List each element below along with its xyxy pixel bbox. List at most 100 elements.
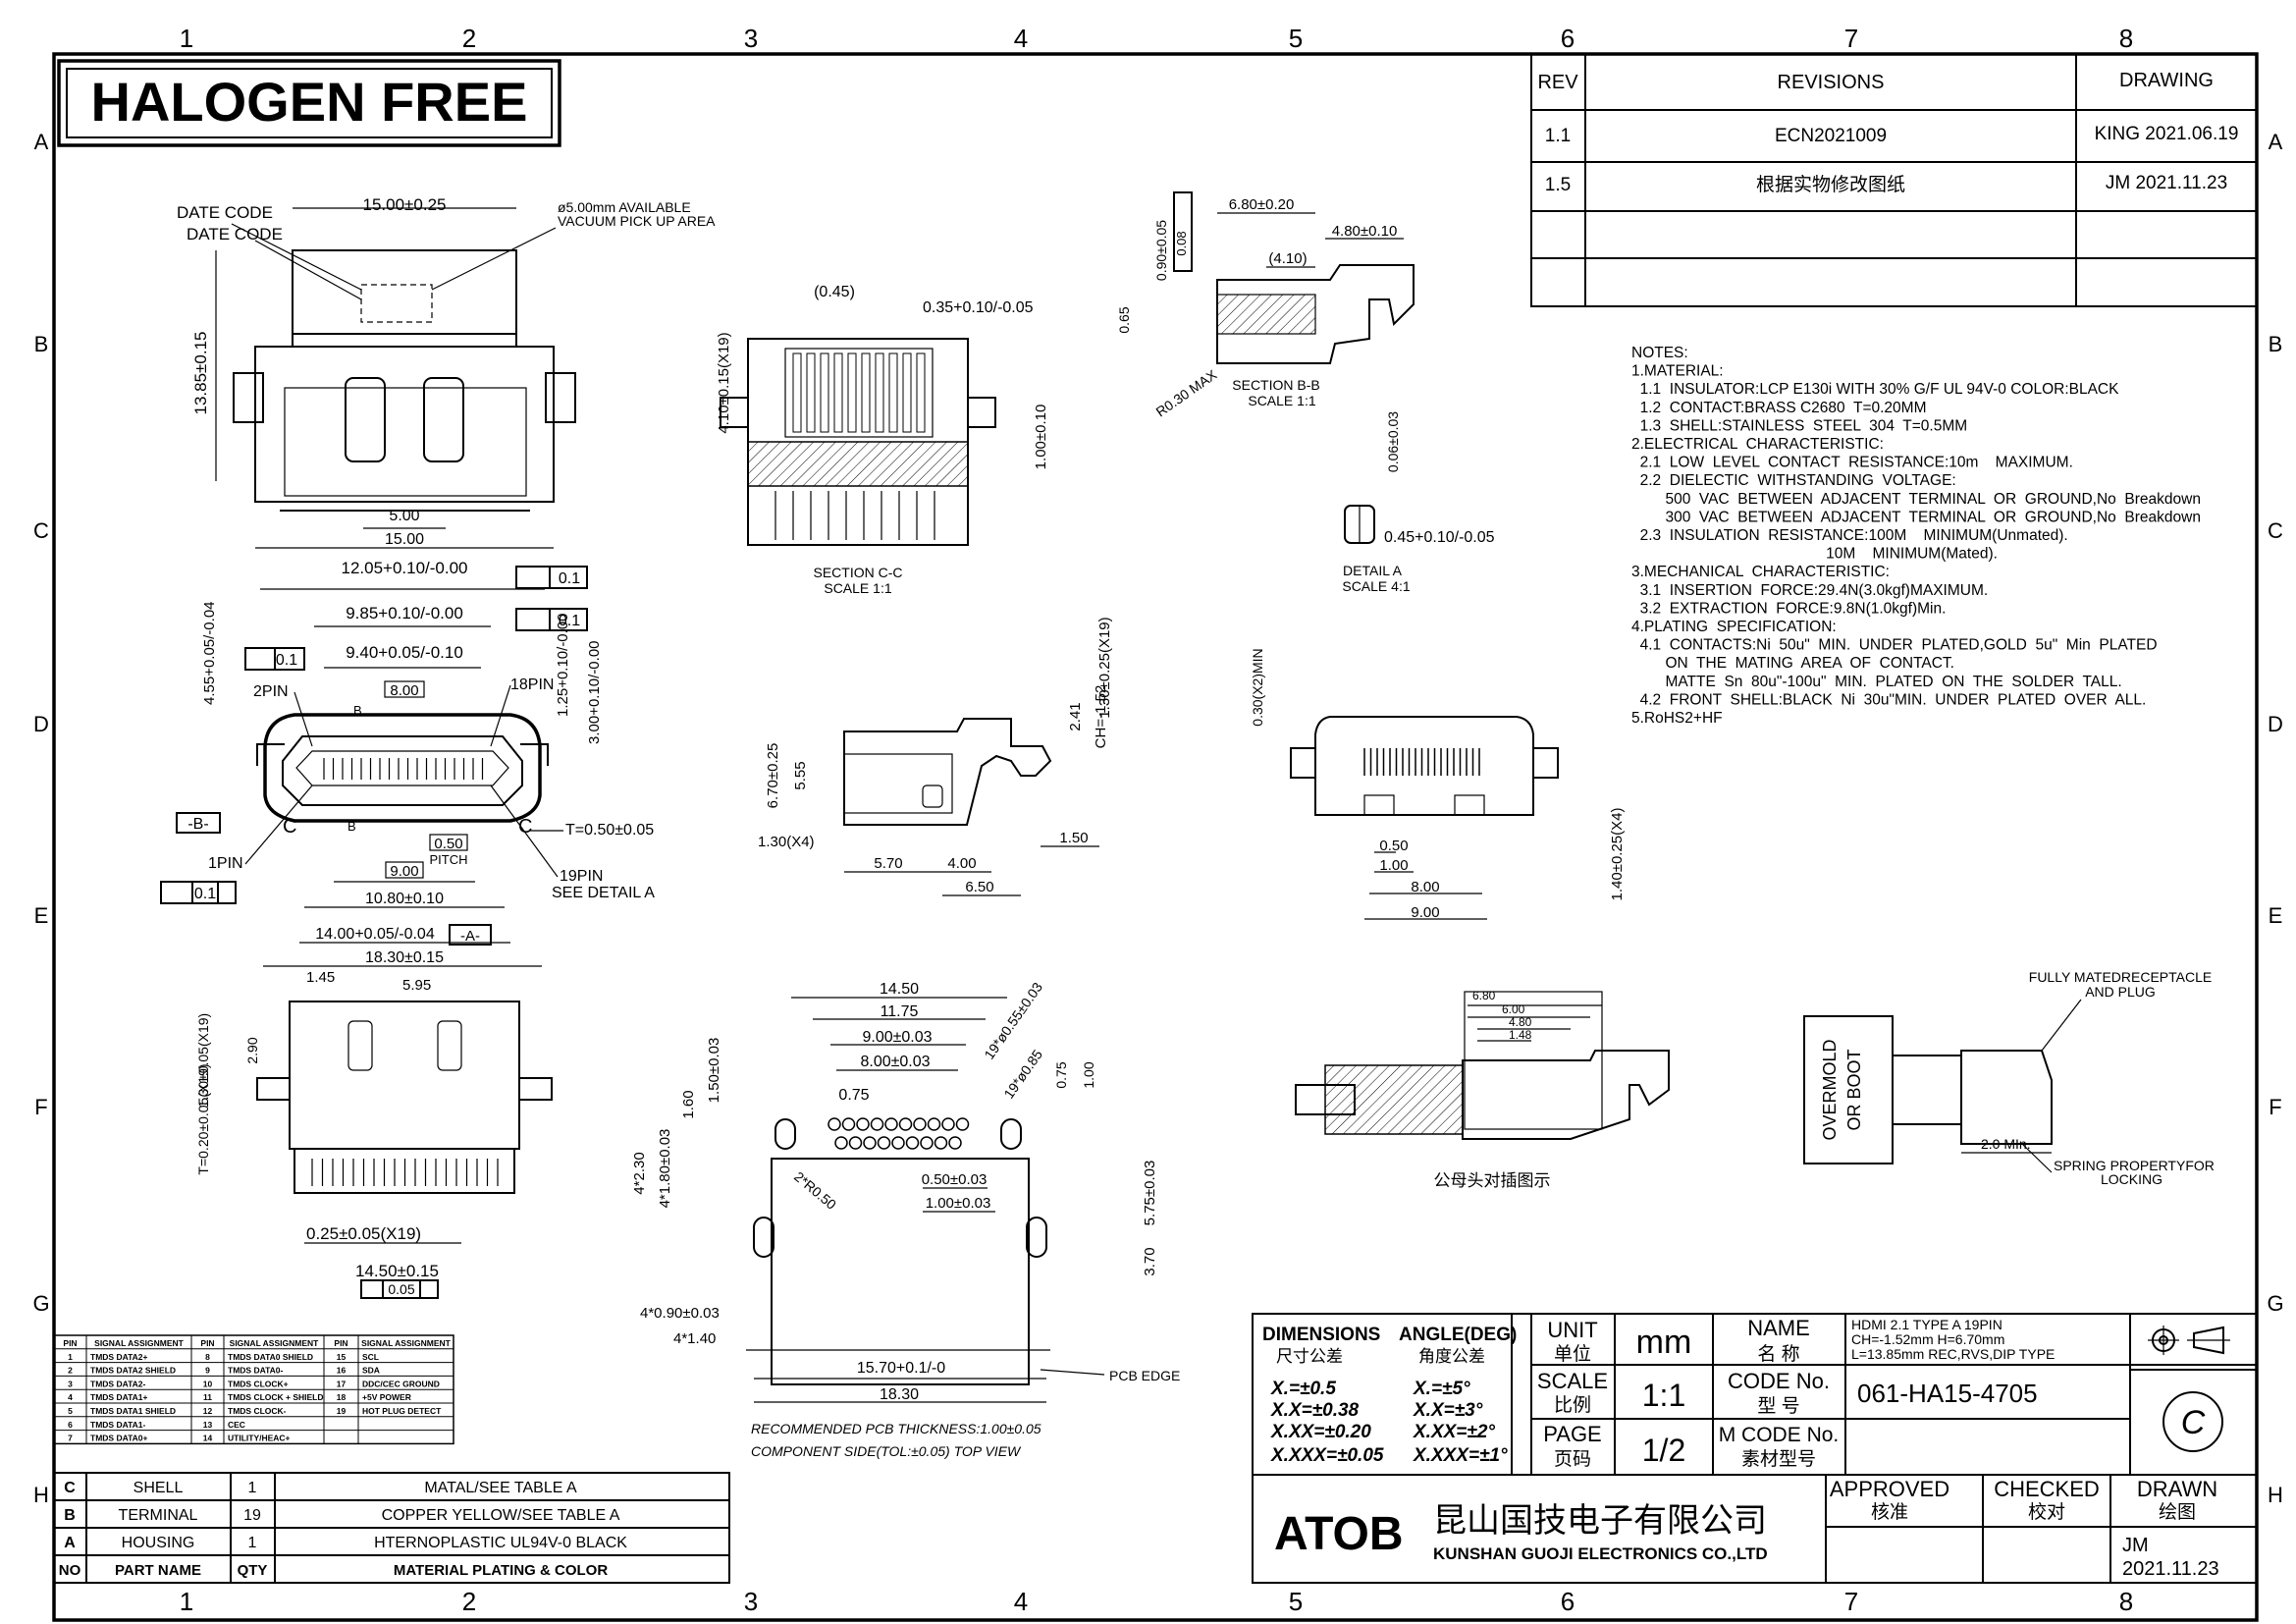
revision-table: REV REVISIONS DRAWING 1.1 ECN2021009 KIN… bbox=[1530, 53, 2258, 307]
dim-label: 9.00 bbox=[1411, 904, 1439, 921]
dimensions-cn: 尺寸公差 bbox=[1276, 1347, 1343, 1366]
bom-header: PART NAME bbox=[115, 1562, 201, 1579]
dim-label: 0.06±0.03 bbox=[1385, 411, 1401, 472]
pcb-hole bbox=[856, 1117, 870, 1131]
tol-linear: X.=±0.5 bbox=[1270, 1379, 1336, 1399]
signal-name: TMDS DATA0- bbox=[228, 1366, 284, 1376]
date-code-label: DATE CODE bbox=[187, 225, 283, 244]
zone-column-label: 3 bbox=[744, 1587, 758, 1616]
dim-label: 1.30(X4) bbox=[758, 834, 815, 850]
signal-name: SDA bbox=[362, 1366, 380, 1376]
bom-material: HTERNOPLASTIC UL94V-0 BLACK bbox=[374, 1535, 627, 1551]
datum-label: -B- bbox=[187, 816, 208, 833]
pin-number: 18 bbox=[337, 1392, 347, 1402]
zone-column-label: 5 bbox=[1289, 24, 1303, 53]
dim-label: 0.75 bbox=[838, 1087, 869, 1104]
bottom-view: 1.45 5.95 2.90 1.30±0.05(X19) T=0.20±0.0… bbox=[195, 969, 553, 1299]
pcb-hole bbox=[898, 1117, 913, 1131]
zone-column-label: 7 bbox=[1844, 24, 1858, 53]
dim-label: 14.00+0.05/-0.04 bbox=[315, 926, 435, 943]
dim-label: 0.45+0.10/-0.05 bbox=[1384, 529, 1495, 546]
dim-label: 8.00±0.03 bbox=[860, 1054, 930, 1070]
dim-label: 0.35+0.10/-0.05 bbox=[923, 299, 1034, 316]
zone-row-label: A bbox=[34, 130, 49, 154]
pcb-note: RECOMMENDED PCB THICKNESS:1.00±0.05 bbox=[751, 1421, 1041, 1436]
pin-number: 3 bbox=[68, 1379, 73, 1388]
zone-column-label: 7 bbox=[1844, 1587, 1858, 1616]
pcb-hole bbox=[905, 1136, 920, 1150]
dim-label: T=0.20±0.05(X19) bbox=[195, 1063, 211, 1174]
dim-label: 15.00±0.25 bbox=[363, 195, 447, 214]
detail-scale: SCALE 4:1 bbox=[1342, 578, 1410, 594]
dim-label: 9.85+0.10/-0.00 bbox=[346, 604, 463, 623]
signal-name: HOT PLUG DETECT bbox=[362, 1406, 442, 1416]
pin-number: 5 bbox=[68, 1406, 73, 1416]
dim-label: 8.00 bbox=[390, 682, 418, 699]
pin-number: 11 bbox=[203, 1392, 212, 1402]
note-line: 2.3 INSULATION RESISTANCE:100M MINIMUM(U… bbox=[1631, 527, 2068, 544]
dim-label: 0.90±0.05 bbox=[1153, 220, 1169, 281]
pcb-hole bbox=[948, 1136, 962, 1150]
tol-linear: X.XXX=±0.05 bbox=[1270, 1445, 1384, 1466]
zone-column-label: 3 bbox=[744, 24, 758, 53]
dim-label: 13.85±0.15 bbox=[191, 332, 210, 415]
pin-number: 9 bbox=[205, 1366, 210, 1376]
zone-row-label: D bbox=[33, 712, 49, 736]
contact-pin bbox=[861, 352, 871, 433]
note-line: 3.1 INSERTION FORCE:29.4N(3.0kgf)MAXIMUM… bbox=[1631, 582, 1988, 599]
bom-header: QTY bbox=[238, 1562, 268, 1579]
pcb-hole bbox=[828, 1117, 841, 1131]
dim-label: 0.30(X2)MIN bbox=[1250, 648, 1265, 726]
vacuum-label: VACUUM PICK UP AREA bbox=[558, 213, 716, 229]
position-tolerance: 0.05 bbox=[388, 1281, 414, 1297]
radius-label: 2*R0.50 bbox=[791, 1168, 839, 1213]
drawing-header: DRAWING bbox=[2119, 70, 2214, 91]
note-line: ON THE MATING AREA OF CONTACT. bbox=[1631, 655, 1954, 672]
zone-row-label: H bbox=[2268, 1483, 2283, 1507]
section-bb-view: 6.80±0.20 4.80±0.10 (4.10) 0.90±0.05 0.0… bbox=[1116, 191, 1415, 420]
unit-value: mm bbox=[1636, 1324, 1692, 1361]
revisions-header: REVISIONS bbox=[1778, 72, 1885, 93]
pcb-hole bbox=[913, 1117, 927, 1131]
detail-title: DETAIL A bbox=[1343, 563, 1403, 578]
zone-row-label: G bbox=[32, 1291, 49, 1316]
dim-label: 4*0.90±0.03 bbox=[640, 1305, 720, 1322]
side-view: 1.30±0.25(X19) 2.41 CH=-1.52 6.70±0.25 5… bbox=[758, 617, 1113, 896]
copyright-circle-icon bbox=[2163, 1391, 2223, 1452]
pcb-hole bbox=[841, 1117, 856, 1131]
zone-column-label: 8 bbox=[2119, 24, 2133, 53]
section-scale: SCALE 1:1 bbox=[1248, 393, 1315, 408]
note-line: 500 VAC BETWEEN ADJACENT TERMINAL OR GRO… bbox=[1631, 491, 2201, 508]
signal-name: TMDS CLOCK- bbox=[228, 1406, 287, 1416]
pin-label: 19PIN bbox=[560, 868, 603, 885]
note-line: 1.2 CONTACT:BRASS C2680 T=0.20MM bbox=[1631, 400, 1927, 416]
detail-a-view: 0.06±0.03 0.45+0.10/-0.05 DETAIL A SCALE… bbox=[1342, 411, 1494, 594]
rear-view: 0.30(X2)MIN 0.50 1.00 8.00 9.00 1.40±0.2… bbox=[1250, 648, 1626, 921]
note-line: 1.3 SHELL:STAINLESS STEEL 304 T=0.5MM bbox=[1631, 417, 1967, 434]
zone-column-label: 1 bbox=[180, 24, 193, 53]
dim-label: CH=-1.52 bbox=[1093, 685, 1109, 749]
page-cn: 页码 bbox=[1554, 1449, 1591, 1470]
pin-number: 2 bbox=[68, 1366, 73, 1376]
bom-header: MATERIAL PLATING & COLOR bbox=[394, 1562, 608, 1579]
rev-cell: 1.5 bbox=[1545, 175, 1571, 195]
signal-name: TMDS DATA0 SHIELD bbox=[228, 1352, 313, 1362]
note-line: 2.ELECTRICAL CHARACTERISTIC: bbox=[1631, 436, 1884, 453]
vacuum-label: ø5.00mm AVAILABLE bbox=[558, 199, 691, 215]
radius-label: R0.30 MAX bbox=[1153, 366, 1220, 420]
dim-label: 1.30±0.25(X19) bbox=[1096, 617, 1113, 718]
dim-label: 9.40+0.05/-0.10 bbox=[346, 643, 463, 662]
name-cn: 名 称 bbox=[1757, 1343, 1799, 1365]
dim-label: 5.55 bbox=[792, 761, 809, 789]
dim-label: 4.80±0.10 bbox=[1332, 223, 1398, 240]
bom-no: C bbox=[64, 1480, 76, 1496]
mcode-label: M CODE No. bbox=[1719, 1424, 1840, 1446]
contact-pin bbox=[847, 352, 857, 433]
section-cc-view: (0.45) 0.35+0.10/-0.05 4.10±0.15(X19) 1.… bbox=[716, 284, 1049, 596]
note-line: 4.1 CONTACTS:Ni 50u" MIN. UNDER PLATED,G… bbox=[1631, 637, 2158, 654]
pcb-hole bbox=[863, 1136, 877, 1150]
dim-label: 18.30 bbox=[880, 1386, 919, 1403]
unit-label: UNIT bbox=[1547, 1318, 1597, 1342]
pcb-hole bbox=[934, 1136, 948, 1150]
bom-part-name: SHELL bbox=[133, 1480, 184, 1496]
